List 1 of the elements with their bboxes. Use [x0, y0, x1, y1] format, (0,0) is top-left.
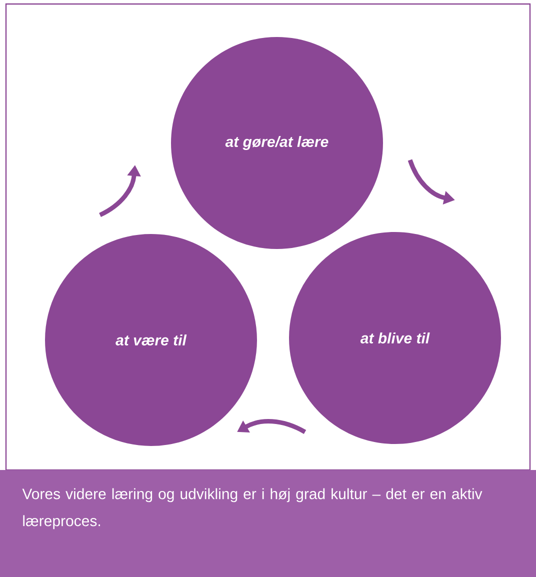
caption: Vores videre læring og udvikling er i høj grad kultur – det er en aktiv læreproces. — [22, 488, 482, 530]
